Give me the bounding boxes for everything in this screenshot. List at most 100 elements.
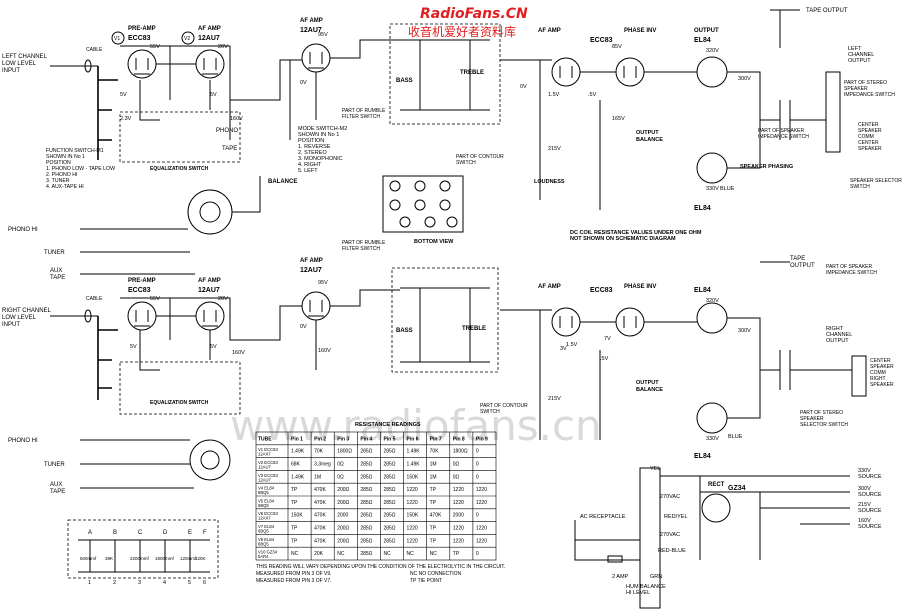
table-cell: 1220 xyxy=(476,487,487,493)
voltage-label: 300V xyxy=(738,328,751,334)
eq-switch-label-1: EQUALIZATION SWITCH xyxy=(150,166,209,172)
fuse xyxy=(607,555,623,563)
table-cell: 150K xyxy=(407,474,419,480)
voltage-label: 95V xyxy=(318,280,328,286)
voltage-label: 7V xyxy=(604,336,611,342)
table-cell: 285Ω xyxy=(383,526,395,532)
v2-electrodes xyxy=(202,58,218,75)
table-cell: NC xyxy=(407,551,415,557)
v8-type: ECC83 xyxy=(128,287,151,294)
table-cell: 285Ω xyxy=(360,487,372,493)
speaker-terminal-block-1 xyxy=(825,71,841,153)
af-amp-label-1: AF AMP xyxy=(198,26,221,32)
voltage-label: 5V xyxy=(210,92,217,98)
table-cell: 3.3meg xyxy=(314,462,331,468)
v5-electrodes xyxy=(559,66,637,78)
v13-envelope xyxy=(696,402,728,434)
phase-inv-label-1: PHASE INV xyxy=(624,28,656,34)
v1-tag-text: V1 xyxy=(114,36,120,42)
voltage-label: 320V xyxy=(706,48,719,54)
key-value: 39K xyxy=(105,556,113,561)
table-cell: 0 xyxy=(476,513,479,519)
function-switch-wafer-1[interactable] xyxy=(187,189,233,235)
table-cell: 1220 xyxy=(407,487,418,493)
phono-hi-label-1: PHONO HI xyxy=(8,227,38,233)
cable-label-2: CABLE xyxy=(86,296,103,302)
voltage-label: 0V xyxy=(520,84,527,90)
blue-lead-1: BLUE xyxy=(720,186,735,192)
table-cell: 285Ω xyxy=(360,513,372,519)
voltage-label: 20V xyxy=(218,44,228,50)
voltage-label: 160V xyxy=(230,116,243,122)
table-cell: 470K xyxy=(430,513,442,519)
table-header-cell: Pin 9 xyxy=(476,436,488,442)
table-cell: 200Ω xyxy=(337,526,349,532)
table-cell: 285Ω xyxy=(360,500,372,506)
table-cell: TP xyxy=(291,538,298,544)
component-key: A1500mmfB239KC32200mmfD41800mmfE5120mmfF… xyxy=(67,519,219,586)
upper-preamp-wiring xyxy=(120,45,240,140)
table-cell: 0Ω xyxy=(337,474,344,480)
ac-line-wiring xyxy=(574,520,640,561)
table-title: RESISTANCE READINGS xyxy=(355,422,421,428)
table-cell: 68K xyxy=(291,462,301,468)
input-jack-2 xyxy=(84,309,92,323)
lead-red-yel: RED/YEL xyxy=(664,514,688,520)
table-cell: TP xyxy=(291,526,298,532)
voltage-label: 215V xyxy=(548,396,561,402)
bass-label-2: BASS xyxy=(396,328,413,334)
table-cell: 20K xyxy=(314,551,324,557)
key-letter: A xyxy=(88,530,92,536)
key-number: 2 xyxy=(113,580,116,586)
key-value: 1800mmf xyxy=(155,556,175,561)
output-stage-wiring-2 xyxy=(500,309,761,440)
table-cell: 1220 xyxy=(453,487,464,493)
table-cell: 1220 xyxy=(476,500,487,506)
function-switch-wafer-2[interactable] xyxy=(189,439,231,481)
voltage-label: .5V xyxy=(588,92,597,98)
tuner-label-1: TUNER xyxy=(44,250,65,256)
table-cell: 0 xyxy=(476,474,479,480)
lead-grn: GRN xyxy=(650,574,662,580)
table-cell: 1.49K xyxy=(407,462,421,468)
v6-type: EL84 xyxy=(694,37,711,44)
table-cell: 1220 xyxy=(476,526,487,532)
table-cell: 1220 xyxy=(453,526,464,532)
table-cell: 470K xyxy=(314,538,326,544)
tone-wiring-1 xyxy=(400,39,490,111)
table-cell: 285Ω xyxy=(360,449,372,455)
table-cell: 285Ω xyxy=(360,462,372,468)
af-amp-label-4: AF AMP xyxy=(300,258,323,264)
table-cell: NC xyxy=(337,551,345,557)
table-cell: TP xyxy=(453,551,460,557)
table-header-cell: TUBE xyxy=(258,436,272,442)
function-switch-hub-1 xyxy=(199,201,221,223)
key-number: 6 xyxy=(203,580,206,586)
table-cell: 1.49K xyxy=(291,449,305,455)
input-jack-1 xyxy=(84,59,92,73)
watermark-subtitle: 收音机爱好者资料库 xyxy=(408,24,516,39)
table-cell: 1220 xyxy=(476,538,487,544)
fuse-label: 2 AMP xyxy=(612,574,629,580)
voltage-label: 55V xyxy=(150,296,160,302)
voltage-label: 2.3V xyxy=(120,116,132,122)
voltage-label: 330V xyxy=(706,436,719,442)
v1-type: ECC83 xyxy=(128,35,151,42)
table-header-cell: Pin 5 xyxy=(383,436,395,442)
treble-label-2: TREBLE xyxy=(462,326,486,332)
table-cell: NC xyxy=(383,551,391,557)
af-amp-label-2: AF AMP xyxy=(198,278,221,284)
table-cell: 1.49K xyxy=(407,449,421,455)
